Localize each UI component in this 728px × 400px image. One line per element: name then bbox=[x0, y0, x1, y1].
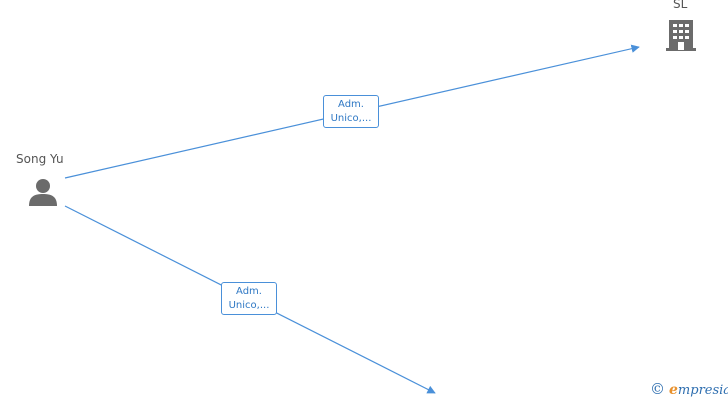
edge-label-line1: Adm. bbox=[338, 99, 364, 110]
person-node-label[interactable]: Song Yu bbox=[16, 152, 64, 166]
copyright-symbol: © bbox=[650, 380, 665, 398]
empresia-watermark: ©empresia bbox=[650, 380, 728, 398]
company-node-label[interactable]: SL bbox=[673, 0, 688, 11]
edge-label-line2: Unico,... bbox=[330, 113, 372, 124]
brand-initial: e bbox=[669, 382, 678, 398]
brand-rest: mpresia bbox=[677, 383, 728, 398]
edge-label-line1: Adm. bbox=[236, 286, 262, 297]
person-icon[interactable] bbox=[28, 177, 58, 207]
edge-label-box[interactable]: Adm. Unico,... bbox=[323, 95, 379, 128]
edge-label-box[interactable]: Adm. Unico,... bbox=[221, 282, 277, 315]
building-icon[interactable] bbox=[666, 18, 696, 52]
edge-label-line2: Unico,... bbox=[228, 300, 270, 311]
